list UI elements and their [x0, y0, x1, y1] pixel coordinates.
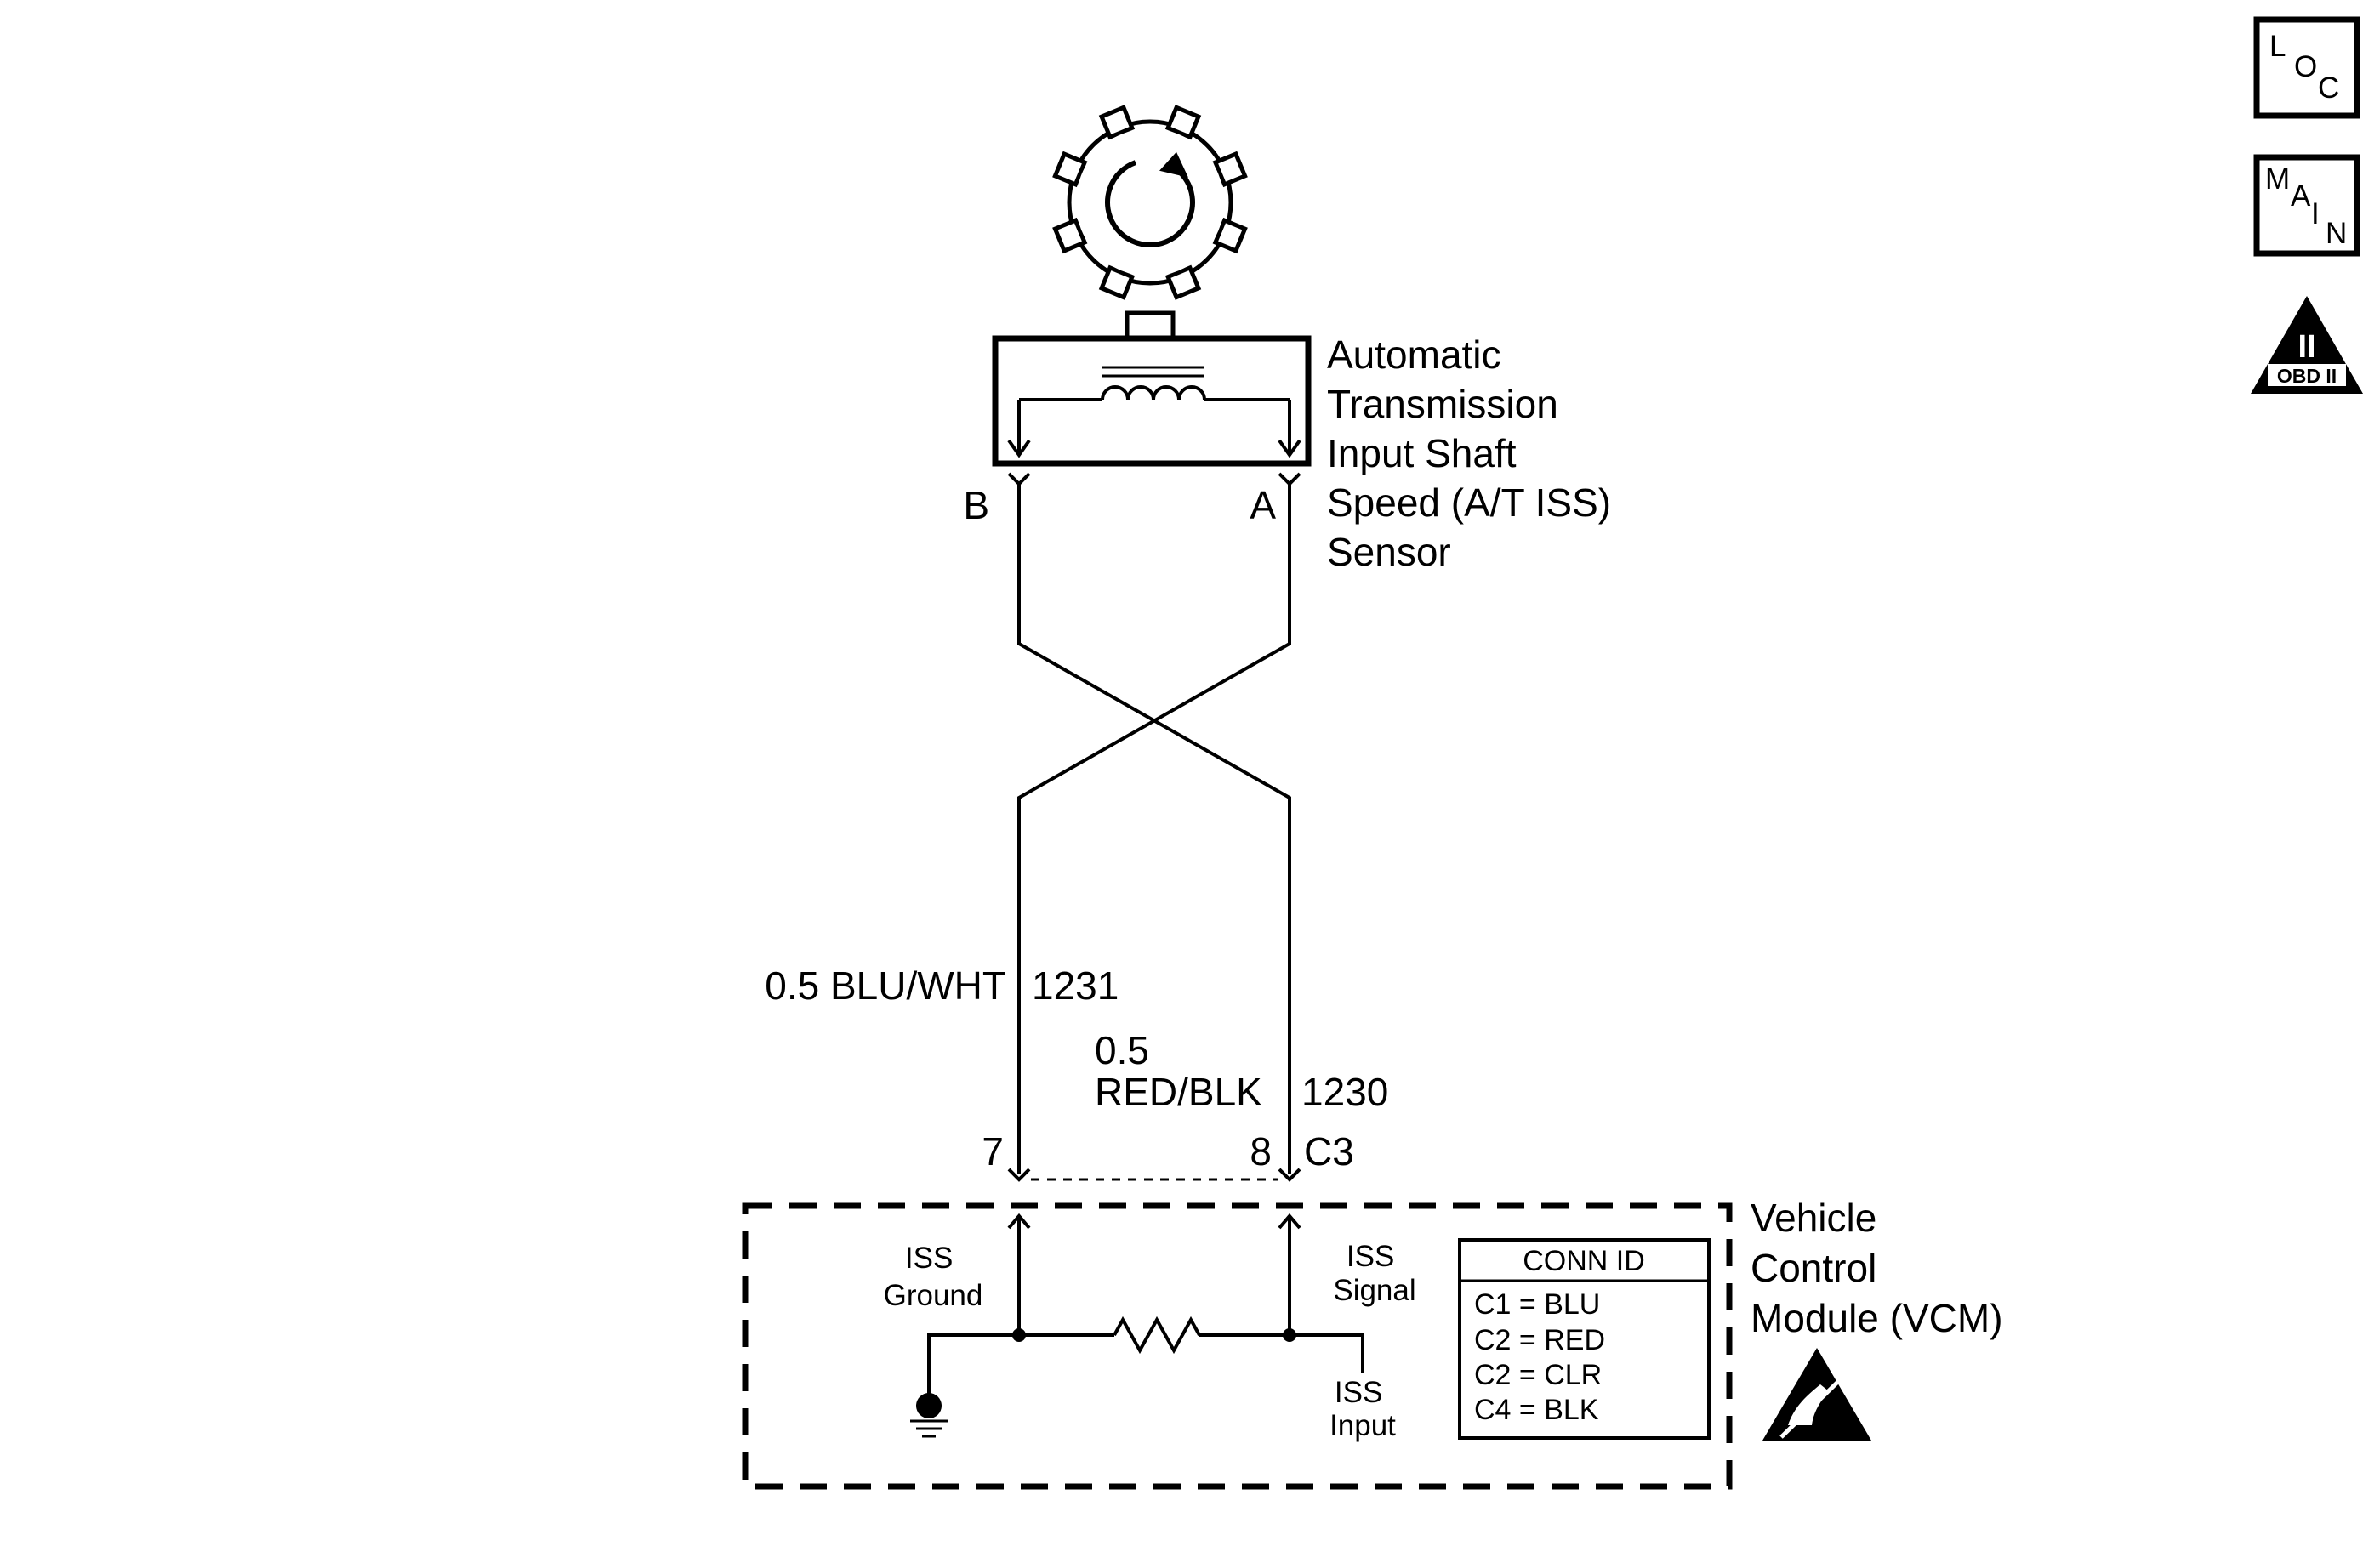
connector-id: C3 — [1304, 1129, 1354, 1174]
sensor-name-line: Transmission — [1327, 382, 1558, 426]
reluctor-wheel-icon — [1052, 105, 1248, 300]
connector-pin-7: 7 — [982, 1129, 1004, 1174]
wheel-tooth — [1164, 264, 1202, 300]
pin-a-label: A — [1250, 483, 1276, 527]
wire-1231-circuit: 1231 — [1032, 963, 1119, 1008]
obd-caption-box — [2268, 364, 2346, 386]
wire-1230-color: RED/BLK — [1095, 1070, 1262, 1114]
conn-id-title: CONN ID — [1523, 1245, 1645, 1277]
conn-id-row: C1 = BLU — [1474, 1288, 1600, 1321]
rotation-arrow-icon — [1105, 160, 1195, 247]
vcm-name-line: Control — [1751, 1246, 1876, 1290]
iss-input-label: ISS Input — [1329, 1376, 1396, 1442]
wheel-tooth — [1164, 105, 1202, 140]
loc-letter: C — [2318, 71, 2339, 105]
sensor-name-line: Automatic — [1327, 332, 1501, 377]
iss-signal-label: ISS Signal — [1333, 1240, 1415, 1307]
loc-icon[interactable]: L O C — [2253, 16, 2360, 119]
esd-warning-icon — [1762, 1348, 1871, 1441]
iss-signal-line: Signal — [1333, 1274, 1415, 1307]
terminal-a-icon — [1278, 472, 1301, 486]
iss-ground-label: ISS Ground — [884, 1242, 983, 1312]
conn-id-row: C2 = RED — [1474, 1324, 1605, 1356]
wheel-tooth — [1212, 151, 1248, 188]
wire-1231-color: 0.5 BLU/WHT — [765, 963, 1006, 1008]
wheel-tooth — [1212, 217, 1248, 254]
coil-icon — [1019, 385, 1290, 401]
wheel-face — [1076, 128, 1224, 276]
main-letter: N — [2326, 217, 2347, 250]
wire-1230-circuit: 1230 — [1301, 1070, 1388, 1114]
connector-pin-8-icon — [1278, 1168, 1301, 1182]
vcm-boundary — [742, 1202, 1733, 1490]
main-frame — [2253, 154, 2360, 257]
vcm-name-line: Module (VCM) — [1751, 1296, 2003, 1340]
conn-id-frame — [1458, 1238, 1711, 1440]
sensor-name-line: Speed (A/T ISS) — [1327, 480, 1611, 525]
junction-dot — [1283, 1328, 1296, 1342]
arrow-down-icon — [1007, 439, 1031, 458]
wire-1231 — [1017, 484, 1291, 1174]
obd-caption: OBD II — [2277, 365, 2337, 387]
conn-id-row: C4 = BLK — [1474, 1394, 1599, 1426]
sensor-name-line: Input Shaft — [1327, 431, 1517, 475]
loc-letter: L — [2269, 30, 2286, 63]
loc-letter: O — [2294, 50, 2317, 83]
connector-pin-8: 8 — [1250, 1129, 1272, 1174]
obd-numeral: II — [2297, 329, 2315, 365]
arrow-up-icon — [1007, 1213, 1031, 1230]
wheel-tooth — [1098, 264, 1136, 300]
vcm-name-line: Vehicle — [1751, 1196, 1876, 1240]
iss-input-line: ISS — [1335, 1376, 1382, 1409]
resistor-icon — [1113, 1316, 1201, 1355]
connector-pin-7-icon — [1007, 1168, 1031, 1182]
speed-sensor — [992, 310, 1312, 467]
obd-ii-icon[interactable]: II OBD II — [2251, 296, 2363, 394]
wire-1230-size: 0.5 — [1095, 1028, 1149, 1072]
ground-icon — [910, 1393, 948, 1438]
arrow-up-icon — [1278, 1213, 1301, 1230]
iss-ground-line: ISS — [905, 1242, 953, 1275]
loc-frame — [2253, 16, 2360, 119]
terminal-b-icon — [1007, 472, 1031, 486]
iss-signal-line: ISS — [1347, 1240, 1394, 1273]
main-letter: I — [2311, 197, 2320, 230]
iss-input-line: Input — [1329, 1409, 1396, 1442]
sensor-name-line: Sensor — [1327, 530, 1451, 574]
main-letter: M — [2265, 162, 2290, 196]
arrow-down-icon — [1278, 439, 1301, 458]
junction-dot — [1012, 1328, 1026, 1342]
conn-id-table: CONN ID C1 = BLU C2 = RED C2 = CLR C4 = … — [1458, 1238, 1711, 1440]
pin-b-label: B — [963, 483, 989, 527]
signal-path — [1199, 1333, 1364, 1373]
sensor-tip — [1125, 310, 1176, 341]
sensor-name: Automatic Transmission Input Shaft Speed… — [1327, 332, 1622, 574]
ground-path — [927, 1333, 1114, 1399]
iss-ground-line: Ground — [884, 1279, 983, 1312]
wheel-tooth — [1052, 217, 1088, 254]
wheel-tooth — [1052, 151, 1088, 188]
vcm-name: Vehicle Control Module (VCM) — [1751, 1196, 2003, 1340]
rotation-arrowhead-icon — [1159, 151, 1188, 178]
main-icon[interactable]: M A I N — [2253, 154, 2360, 257]
main-letter: A — [2291, 179, 2311, 213]
twisted-pair — [1017, 484, 1291, 1174]
conn-id-row: C2 = CLR — [1474, 1359, 1602, 1391]
wheel-tooth — [1098, 105, 1136, 140]
